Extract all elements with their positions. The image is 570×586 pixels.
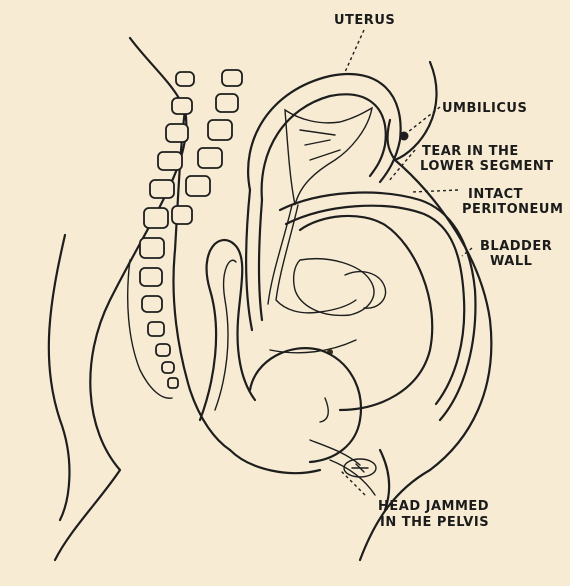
body-outline	[49, 38, 492, 560]
uterus	[246, 74, 475, 420]
vertebra	[186, 176, 210, 196]
fetus	[230, 216, 432, 495]
label-bladder-line2: WALL	[490, 254, 532, 269]
vertebra	[150, 180, 174, 198]
label-peritoneum-line2: PERITONEUM	[462, 202, 563, 217]
vertebra	[142, 296, 162, 312]
vertebra	[156, 344, 170, 356]
vertebra	[148, 322, 164, 336]
label-bladder-line1: BLADDER	[480, 239, 552, 254]
label-tear-line2: LOWER SEGMENT	[420, 159, 554, 174]
vertebra	[166, 124, 188, 142]
vertebra	[198, 148, 222, 168]
vertebra	[144, 208, 168, 228]
label-head-line2: IN THE PELVIS	[380, 515, 489, 530]
vertebra	[208, 120, 232, 140]
label-tear-line1: TEAR IN THE	[422, 144, 519, 159]
vertebra	[140, 268, 162, 286]
vertebra	[162, 362, 174, 373]
label-uterus: UTERUS	[334, 13, 395, 28]
vertebra	[222, 70, 242, 86]
vertebra	[168, 378, 178, 388]
vertebra	[140, 238, 164, 258]
label-umbilicus: UMBILICUS	[442, 101, 527, 116]
label-head-line1: HEAD JAMMED	[378, 499, 489, 514]
vertebra	[172, 98, 192, 114]
vertebra	[176, 72, 194, 86]
vertebra	[216, 94, 238, 112]
vertebra	[158, 152, 182, 170]
vertebra	[172, 206, 192, 224]
umbilicus-dot	[400, 132, 409, 141]
label-peritoneum-line1: INTACT	[468, 187, 523, 202]
